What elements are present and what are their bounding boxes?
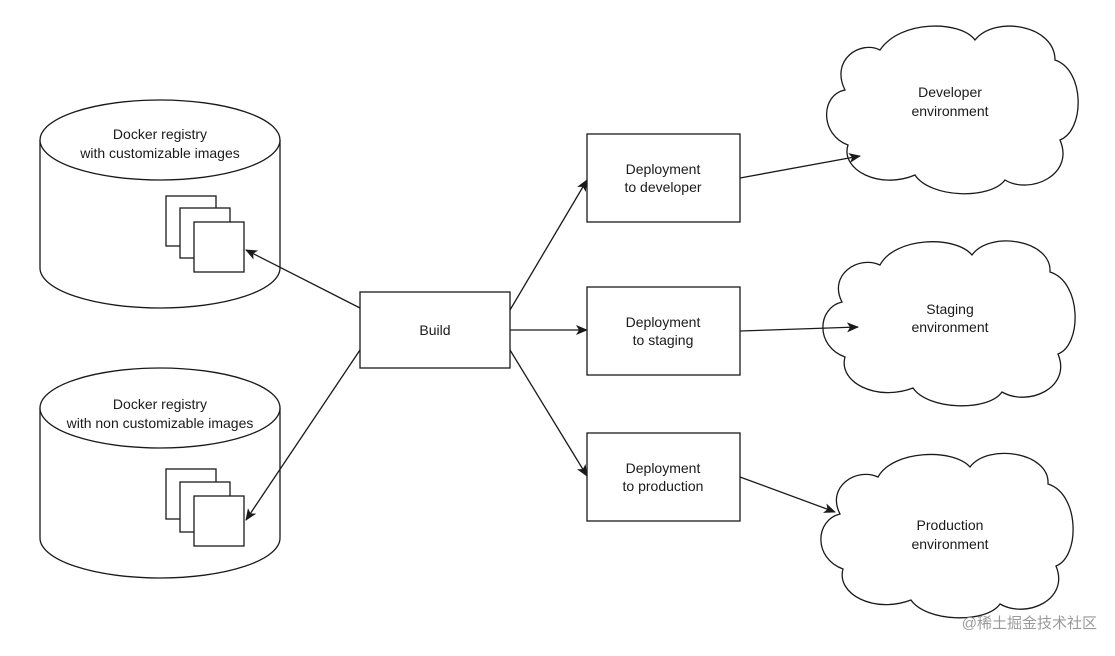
deploy-staging-node: Deployment to staging — [586, 286, 741, 376]
registry-custom-cylinder: Docker registry with customizable images — [39, 99, 281, 309]
edge-deploy-staging-to-env-staging — [739, 322, 859, 333]
edge-build-to-deploy-prod — [509, 349, 588, 477]
deploy-dev-label-line1: Deployment — [626, 161, 701, 177]
image-stack-icon — [165, 468, 245, 547]
image-stack-icon — [165, 195, 245, 273]
deploy-prod-node: Deployment to production — [586, 432, 741, 522]
edge-build-to-registry-noncustom — [245, 349, 361, 521]
deploy-prod-label-line1: Deployment — [626, 460, 701, 476]
env-dev-cloud: Developer environment — [825, 25, 1079, 195]
registry-noncustom-label-line1: Docker registry — [113, 396, 207, 412]
env-staging-label-line2: environment — [911, 319, 988, 335]
build-node: Build — [359, 291, 511, 369]
registry-noncustom-label-line2: with non customizable images — [66, 415, 254, 431]
deploy-staging-label-line2: to staging — [633, 332, 694, 348]
edge-deploy-dev-to-env-dev — [739, 153, 861, 179]
build-label: Build — [419, 322, 450, 338]
watermark-text: @稀土掘金技术社区 — [962, 615, 1097, 632]
registry-custom-label-line2: with customizable images — [79, 145, 240, 161]
env-staging-cloud: Staging environment — [822, 240, 1076, 407]
edge-build-to-registry-custom — [245, 249, 361, 309]
deploy-prod-label-line2: to production — [623, 478, 704, 494]
env-prod-cloud: Production environment — [820, 452, 1074, 619]
deploy-staging-label-line1: Deployment — [626, 314, 701, 330]
env-dev-label-line2: environment — [911, 103, 988, 119]
registry-custom-label-line1: Docker registry — [113, 126, 207, 142]
registry-noncustom-cylinder: Docker registry with non customizable im… — [39, 367, 281, 579]
env-prod-label-line1: Production — [917, 517, 984, 533]
edge-deploy-prod-to-env-prod — [739, 476, 836, 513]
env-dev-label-line1: Developer — [918, 84, 982, 100]
env-prod-label-line2: environment — [911, 536, 988, 552]
edge-build-to-deploy-dev — [509, 179, 588, 311]
deploy-dev-label-line2: to developer — [624, 179, 701, 195]
env-staging-label-line1: Staging — [926, 301, 973, 317]
deploy-dev-node: Deployment to developer — [586, 133, 741, 223]
